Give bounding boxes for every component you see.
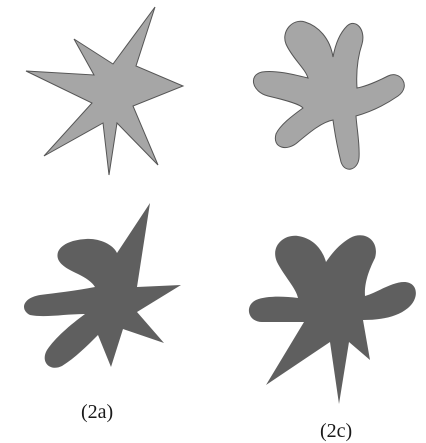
label-2a: (2a) [81,402,113,422]
shape-blobby-light [253,21,404,169]
shape-spiky-light [26,7,183,175]
shape-mixed-dark-c [249,235,416,404]
label-2c: (2c) [320,421,352,441]
shape-mixed-dark-a [24,203,181,368]
